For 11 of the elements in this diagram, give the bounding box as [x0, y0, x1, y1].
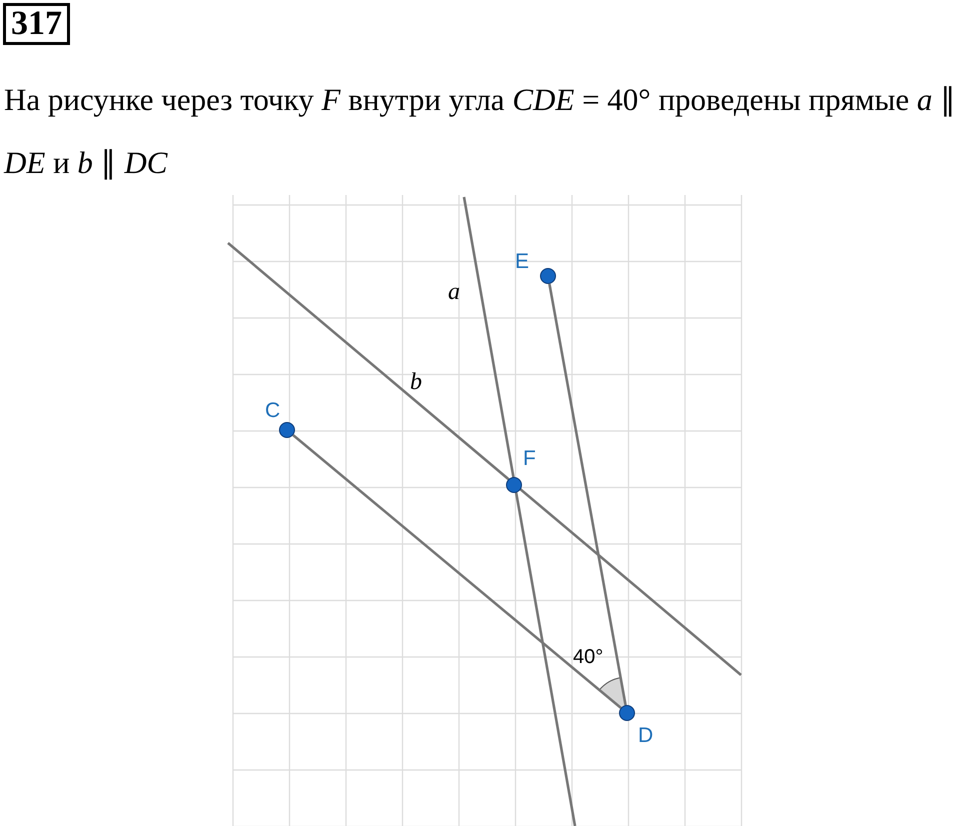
segment [548, 284, 627, 706]
line-label: a [448, 280, 460, 304]
point-label: F [523, 448, 536, 469]
point-label: D [638, 725, 654, 746]
line-label: b [410, 370, 422, 394]
angle-label: 40° [573, 647, 604, 667]
point-label: E [515, 251, 530, 272]
segment [292, 434, 622, 709]
problem-statement: На рисунке через точку F внутри угла CDE = 40° проведены прямые a ∥ DE и b ∥ DC [4, 81, 958, 182]
problem-number: 317 [3, 3, 70, 45]
point-label: C [265, 400, 280, 421]
